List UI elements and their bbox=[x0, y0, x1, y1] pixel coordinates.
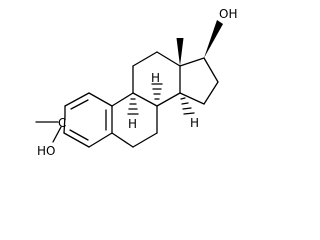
ring-b bbox=[111, 92, 158, 148]
structure-drawing: OH C HO H H H bbox=[35, 7, 237, 158]
hydroxyl-label-top: OH bbox=[219, 7, 237, 21]
hydroxyl-wedge-bond bbox=[204, 20, 223, 58]
hydrogen-label-ring-b: H bbox=[128, 117, 137, 131]
hashed-bond-h-ring-d bbox=[180, 97, 195, 115]
ring-c bbox=[132, 51, 181, 107]
ring-d bbox=[179, 57, 219, 105]
carbon-label: C bbox=[58, 116, 66, 130]
hashed-bond-h-ring-c bbox=[151, 83, 163, 100]
ring-a-aromatic bbox=[63, 92, 113, 148]
c3-hydroxyl-bond bbox=[52, 126, 62, 143]
methyl-wedge-bond bbox=[176, 38, 184, 66]
hydrogen-label-ring-c: H bbox=[151, 71, 160, 85]
hydroxyl-label-left: HO bbox=[37, 144, 55, 158]
hashed-bond-h-ring-b bbox=[127, 98, 139, 115]
chemical-structure-diagram: OH C HO H H H bbox=[35, 7, 238, 158]
hydrogen-label-ring-d: H bbox=[190, 116, 199, 130]
